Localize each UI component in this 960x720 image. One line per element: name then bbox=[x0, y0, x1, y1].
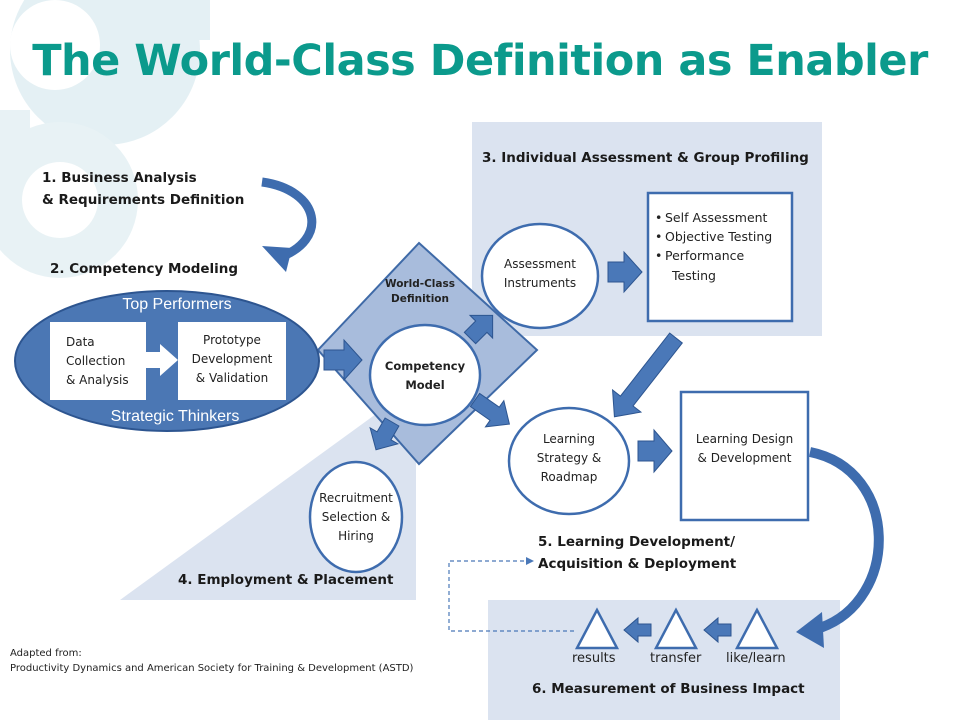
box2-line: & Validation bbox=[195, 371, 269, 385]
step-5-line-2: Acquisition & Deployment bbox=[538, 556, 737, 572]
strategic-thinkers-label: Strategic Thinkers bbox=[110, 408, 240, 425]
footnote: Adapted from: Productivity Dynamics and … bbox=[10, 646, 413, 676]
prototype-text: Prototype Development & Validation bbox=[178, 331, 286, 388]
learning-line: Strategy & bbox=[536, 451, 602, 465]
world-class-line-1: World-Class bbox=[385, 278, 455, 290]
transfer-label: transfer bbox=[650, 651, 702, 666]
step-5-line-1: 5. Learning Development/ bbox=[538, 534, 736, 550]
arrow-transfer-to-results bbox=[623, 616, 652, 644]
competency-model-label: Competency Model bbox=[370, 357, 480, 395]
box1-line: Data bbox=[66, 335, 95, 349]
ellipse-inner-arrow bbox=[146, 344, 178, 376]
like-learn-triangle bbox=[734, 607, 780, 650]
arrow-assessment-to-learning bbox=[611, 332, 684, 418]
competency-line-1: Competency bbox=[384, 359, 466, 373]
assessment-line-2: Instruments bbox=[503, 276, 577, 290]
world-class-label: World-Class Definition bbox=[370, 277, 470, 307]
assessment-line-1: Assessment bbox=[504, 257, 576, 271]
bullet-item: Performance bbox=[655, 246, 791, 265]
measurement-panel bbox=[488, 600, 840, 720]
competency-model-circle bbox=[368, 323, 482, 427]
top-performers-label: Top Performers bbox=[122, 296, 232, 313]
arrow-to-competency bbox=[323, 338, 363, 382]
data-collection-box bbox=[50, 322, 146, 400]
step-2-label: 2. Competency Modeling bbox=[50, 261, 239, 277]
learning-design-line-1: Learning Design bbox=[695, 432, 794, 446]
curved-arrow-1 bbox=[261, 177, 317, 263]
bullet-continuation: Testing bbox=[672, 268, 716, 283]
box2-line: Prototype bbox=[203, 333, 261, 347]
step-3-label: 3. Individual Assessment & Group Profili… bbox=[482, 150, 809, 166]
recruitment-line: Selection & bbox=[321, 510, 391, 524]
assessment-circle bbox=[480, 222, 600, 330]
learning-design-text: Learning Design & Development bbox=[681, 430, 808, 468]
assessment-instruments-text: Assessment Instruments bbox=[482, 255, 598, 293]
box1-line: Collection bbox=[66, 354, 126, 368]
page-title: The World-Class Definition as Enabler bbox=[32, 36, 928, 86]
step-6-label: 6. Measurement of Business Impact bbox=[532, 681, 805, 697]
arrow-to-recruitment bbox=[369, 417, 400, 451]
box2-line: Development bbox=[191, 352, 273, 366]
world-class-line-2: Definition bbox=[390, 293, 449, 305]
arrow-like-to-transfer bbox=[703, 616, 732, 644]
arrow-learning-to-design bbox=[637, 428, 673, 474]
like-learn-label: like/learn bbox=[726, 651, 786, 666]
recruitment-line: Hiring bbox=[338, 529, 374, 543]
recruitment-circle bbox=[308, 460, 404, 574]
footnote-line-1: Adapted from: bbox=[10, 648, 82, 659]
results-label: results bbox=[572, 651, 616, 666]
step-1-line-2: & Requirements Definition bbox=[42, 192, 245, 208]
bullet-item: Self Assessment bbox=[655, 208, 791, 227]
step-1-line-1: 1. Business Analysis bbox=[42, 170, 197, 186]
step-4-label: 4. Employment & Placement bbox=[178, 572, 394, 588]
data-collection-text: Data Collection & Analysis bbox=[66, 333, 129, 390]
footnote-line-2: Productivity Dynamics and American Socie… bbox=[10, 663, 414, 674]
bullet-item: Objective Testing bbox=[655, 227, 791, 246]
competency-line-2: Model bbox=[405, 378, 445, 392]
results-triangle bbox=[574, 607, 620, 650]
learning-design-box bbox=[679, 390, 810, 522]
transfer-triangle bbox=[653, 607, 699, 650]
recruitment-text: Recruitment Selection & Hiring bbox=[298, 489, 414, 546]
arrow-to-learning bbox=[469, 392, 511, 428]
assessment-list: Self Assessment Objective Testing Perfor… bbox=[655, 208, 791, 286]
step-1-label: 1. Business Analysis & Requirements Defi… bbox=[42, 167, 244, 211]
box1-line: & Analysis bbox=[66, 373, 129, 387]
learning-line: Roadmap bbox=[540, 470, 598, 484]
curved-arrow-2 bbox=[808, 447, 884, 633]
learning-design-line-2: & Development bbox=[697, 451, 792, 465]
prototype-box bbox=[178, 322, 286, 400]
arrow-assessment-to-list bbox=[607, 250, 643, 294]
learning-strategy-circle bbox=[507, 406, 631, 516]
step-5-label: 5. Learning Development/ Acquisition & D… bbox=[538, 531, 736, 575]
learning-line: Learning bbox=[542, 432, 596, 446]
arrow-to-assessment bbox=[463, 314, 494, 345]
gear-decoration bbox=[0, 0, 210, 278]
feedback-dashed-arrow bbox=[448, 560, 574, 632]
learning-strategy-text: Learning Strategy & Roadmap bbox=[509, 430, 629, 487]
recruitment-line: Recruitment bbox=[319, 491, 393, 505]
